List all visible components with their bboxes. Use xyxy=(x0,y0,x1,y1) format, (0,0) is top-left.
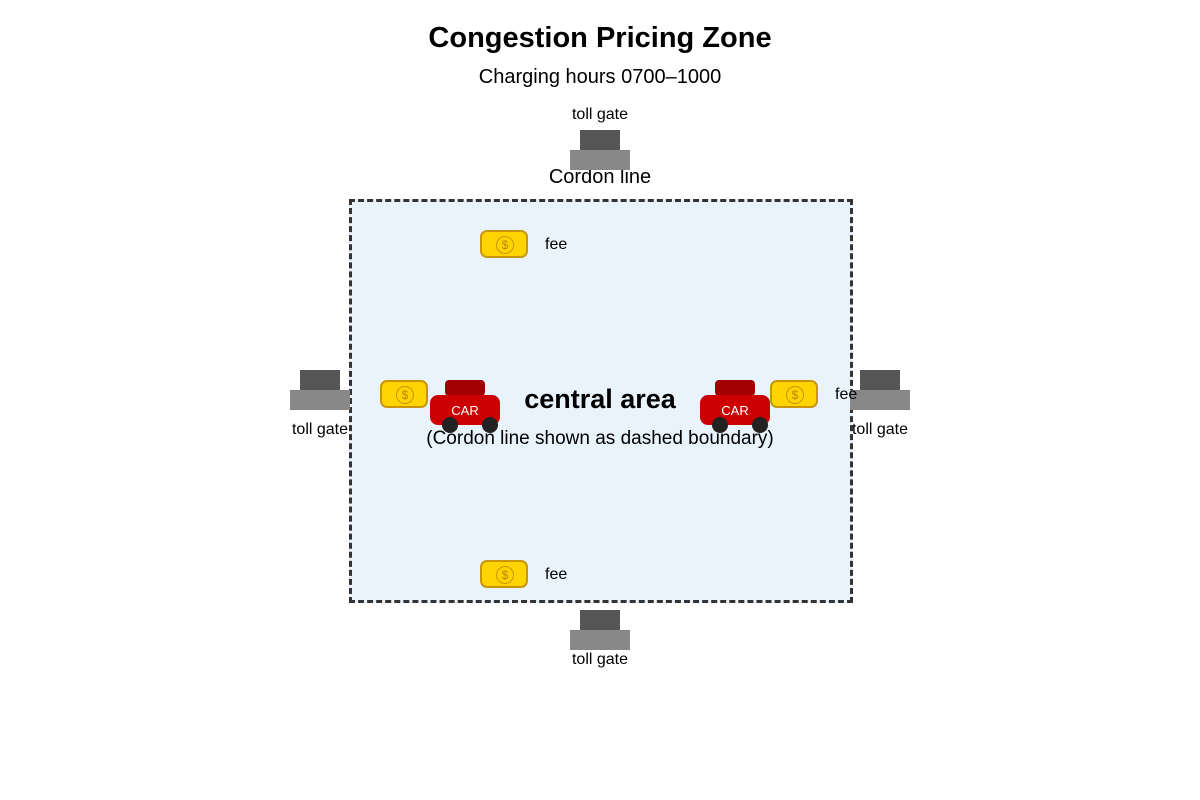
central-area-label: central area xyxy=(524,384,676,414)
car-icon-left: CAR xyxy=(430,380,502,436)
fee-label-right: fee xyxy=(835,386,858,403)
car-roof xyxy=(715,380,755,396)
car-wheel xyxy=(482,417,498,433)
toll-gate-top xyxy=(570,130,630,170)
gate-base-block xyxy=(570,150,630,170)
car-wheel xyxy=(712,417,728,433)
gate-top-block xyxy=(300,370,340,390)
cordon-line-label: Cordon line xyxy=(548,166,652,188)
fee-icon-top: $ xyxy=(480,230,528,258)
fee-icon-right: $ xyxy=(770,380,818,408)
gate-base-block xyxy=(850,390,910,410)
toll-gate-left-label: toll gate xyxy=(291,421,349,438)
gate-base-block xyxy=(290,390,350,410)
toll-gate-right-label: toll gate xyxy=(851,421,909,438)
fee-icon-left: $ xyxy=(380,380,428,408)
car-wheel xyxy=(752,417,768,433)
car-wheel xyxy=(442,417,458,433)
gate-base-block xyxy=(570,630,630,650)
gate-top-block xyxy=(580,610,620,630)
toll-gate-left xyxy=(290,370,350,410)
fee-label-top: fee xyxy=(545,236,568,253)
toll-gate-top-label: toll gate xyxy=(571,106,629,123)
toll-gate-right xyxy=(850,370,910,410)
gate-top-block xyxy=(580,130,620,150)
gate-top-block xyxy=(860,370,900,390)
fee-icon-bottom: $ xyxy=(480,560,528,588)
toll-gate-bottom-label: toll gate xyxy=(571,651,629,668)
dollar-coin-icon: $ xyxy=(396,386,414,404)
car-icon-right: CAR xyxy=(700,380,772,436)
dollar-coin-icon: $ xyxy=(496,566,514,584)
toll-gate-bottom xyxy=(570,610,630,650)
dollar-coin-icon: $ xyxy=(786,386,804,404)
diagram-title: Congestion Pricing Zone xyxy=(428,22,772,54)
dollar-coin-icon: $ xyxy=(496,236,514,254)
central-area-note: (Cordon line shown as dashed boundary) xyxy=(426,428,774,449)
fee-label-bottom: fee xyxy=(545,566,568,583)
car-roof xyxy=(445,380,485,396)
diagram-subtitle: Charging hours 0700–1000 xyxy=(478,66,722,88)
